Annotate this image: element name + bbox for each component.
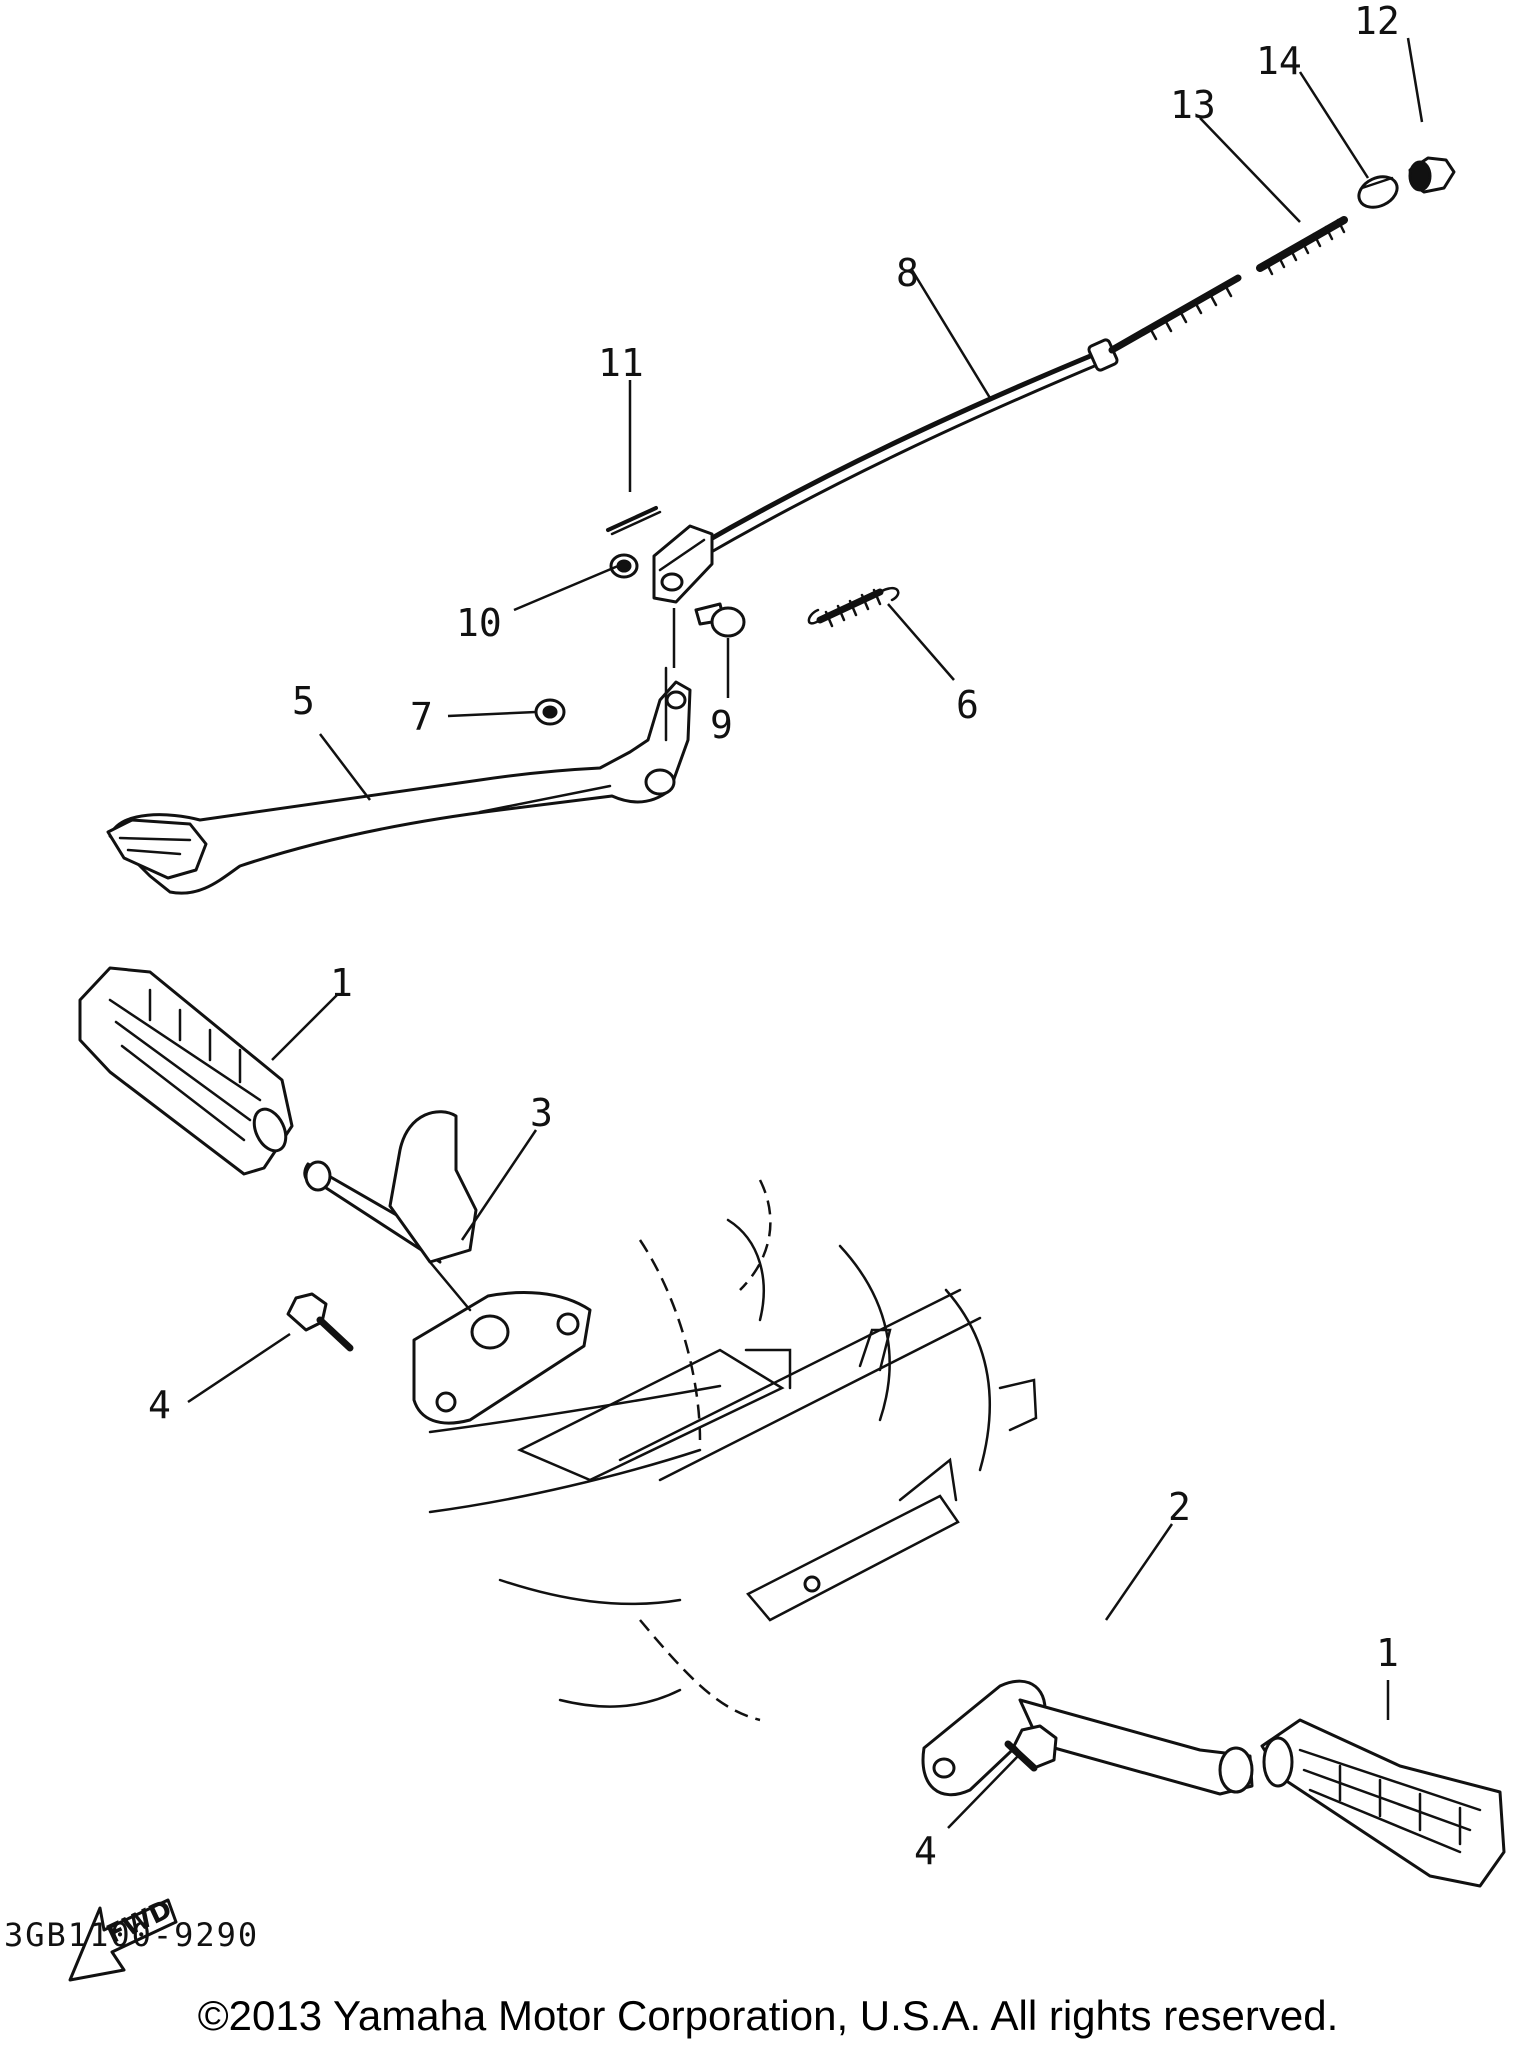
footrest-1-right <box>1260 1718 1506 1888</box>
cable-spring-13 <box>1256 216 1348 276</box>
brake-pedal-5 <box>106 666 692 895</box>
callout-13: 13 <box>1170 83 1216 127</box>
callout-4-right: 4 <box>914 1829 937 1873</box>
callout-6: 6 <box>956 683 979 727</box>
wing-nut-12 <box>1408 156 1456 194</box>
bolt-4-left <box>286 1292 354 1352</box>
callout-5: 5 <box>292 679 315 723</box>
callout-8: 8 <box>896 251 919 295</box>
callout-14: 14 <box>1256 39 1302 83</box>
footrest-bracket-3 <box>303 1110 592 1425</box>
cotter-pin-11 <box>606 506 662 536</box>
footrest-1-left <box>78 966 294 1176</box>
brake-cable <box>697 274 1242 557</box>
callout-4-left: 4 <box>148 1383 171 1427</box>
callout-1-left: 1 <box>330 961 353 1005</box>
bolt-4-right <box>1004 1724 1058 1772</box>
leader-lines <box>187 37 1424 1829</box>
callout-3: 3 <box>530 1091 553 1135</box>
callout-numbers: 12 14 13 8 11 10 6 9 7 5 1 3 4 2 1 4 <box>148 0 1400 1873</box>
callout-12: 12 <box>1354 0 1400 43</box>
frame-outline <box>428 1179 1038 1722</box>
washer-10 <box>609 553 639 579</box>
adjusting-nut-14 <box>1357 175 1399 209</box>
callout-10: 10 <box>456 601 502 645</box>
return-spring-6 <box>807 586 900 628</box>
callout-1-right: 1 <box>1376 1631 1399 1675</box>
callout-7: 7 <box>410 695 433 739</box>
callout-11: 11 <box>598 341 644 385</box>
copyright-notice: ©2013 Yamaha Motor Corporation, U.S.A. A… <box>197 1992 1339 2039</box>
pin-9 <box>694 602 746 638</box>
brake-clevis <box>652 524 714 604</box>
footrest-bracket-2 <box>921 1679 1254 1797</box>
callout-9: 9 <box>710 703 733 747</box>
diagram-code: 3GB1100-9290 <box>4 1916 259 1954</box>
washer-7 <box>534 698 566 726</box>
callout-2: 2 <box>1168 1485 1191 1529</box>
